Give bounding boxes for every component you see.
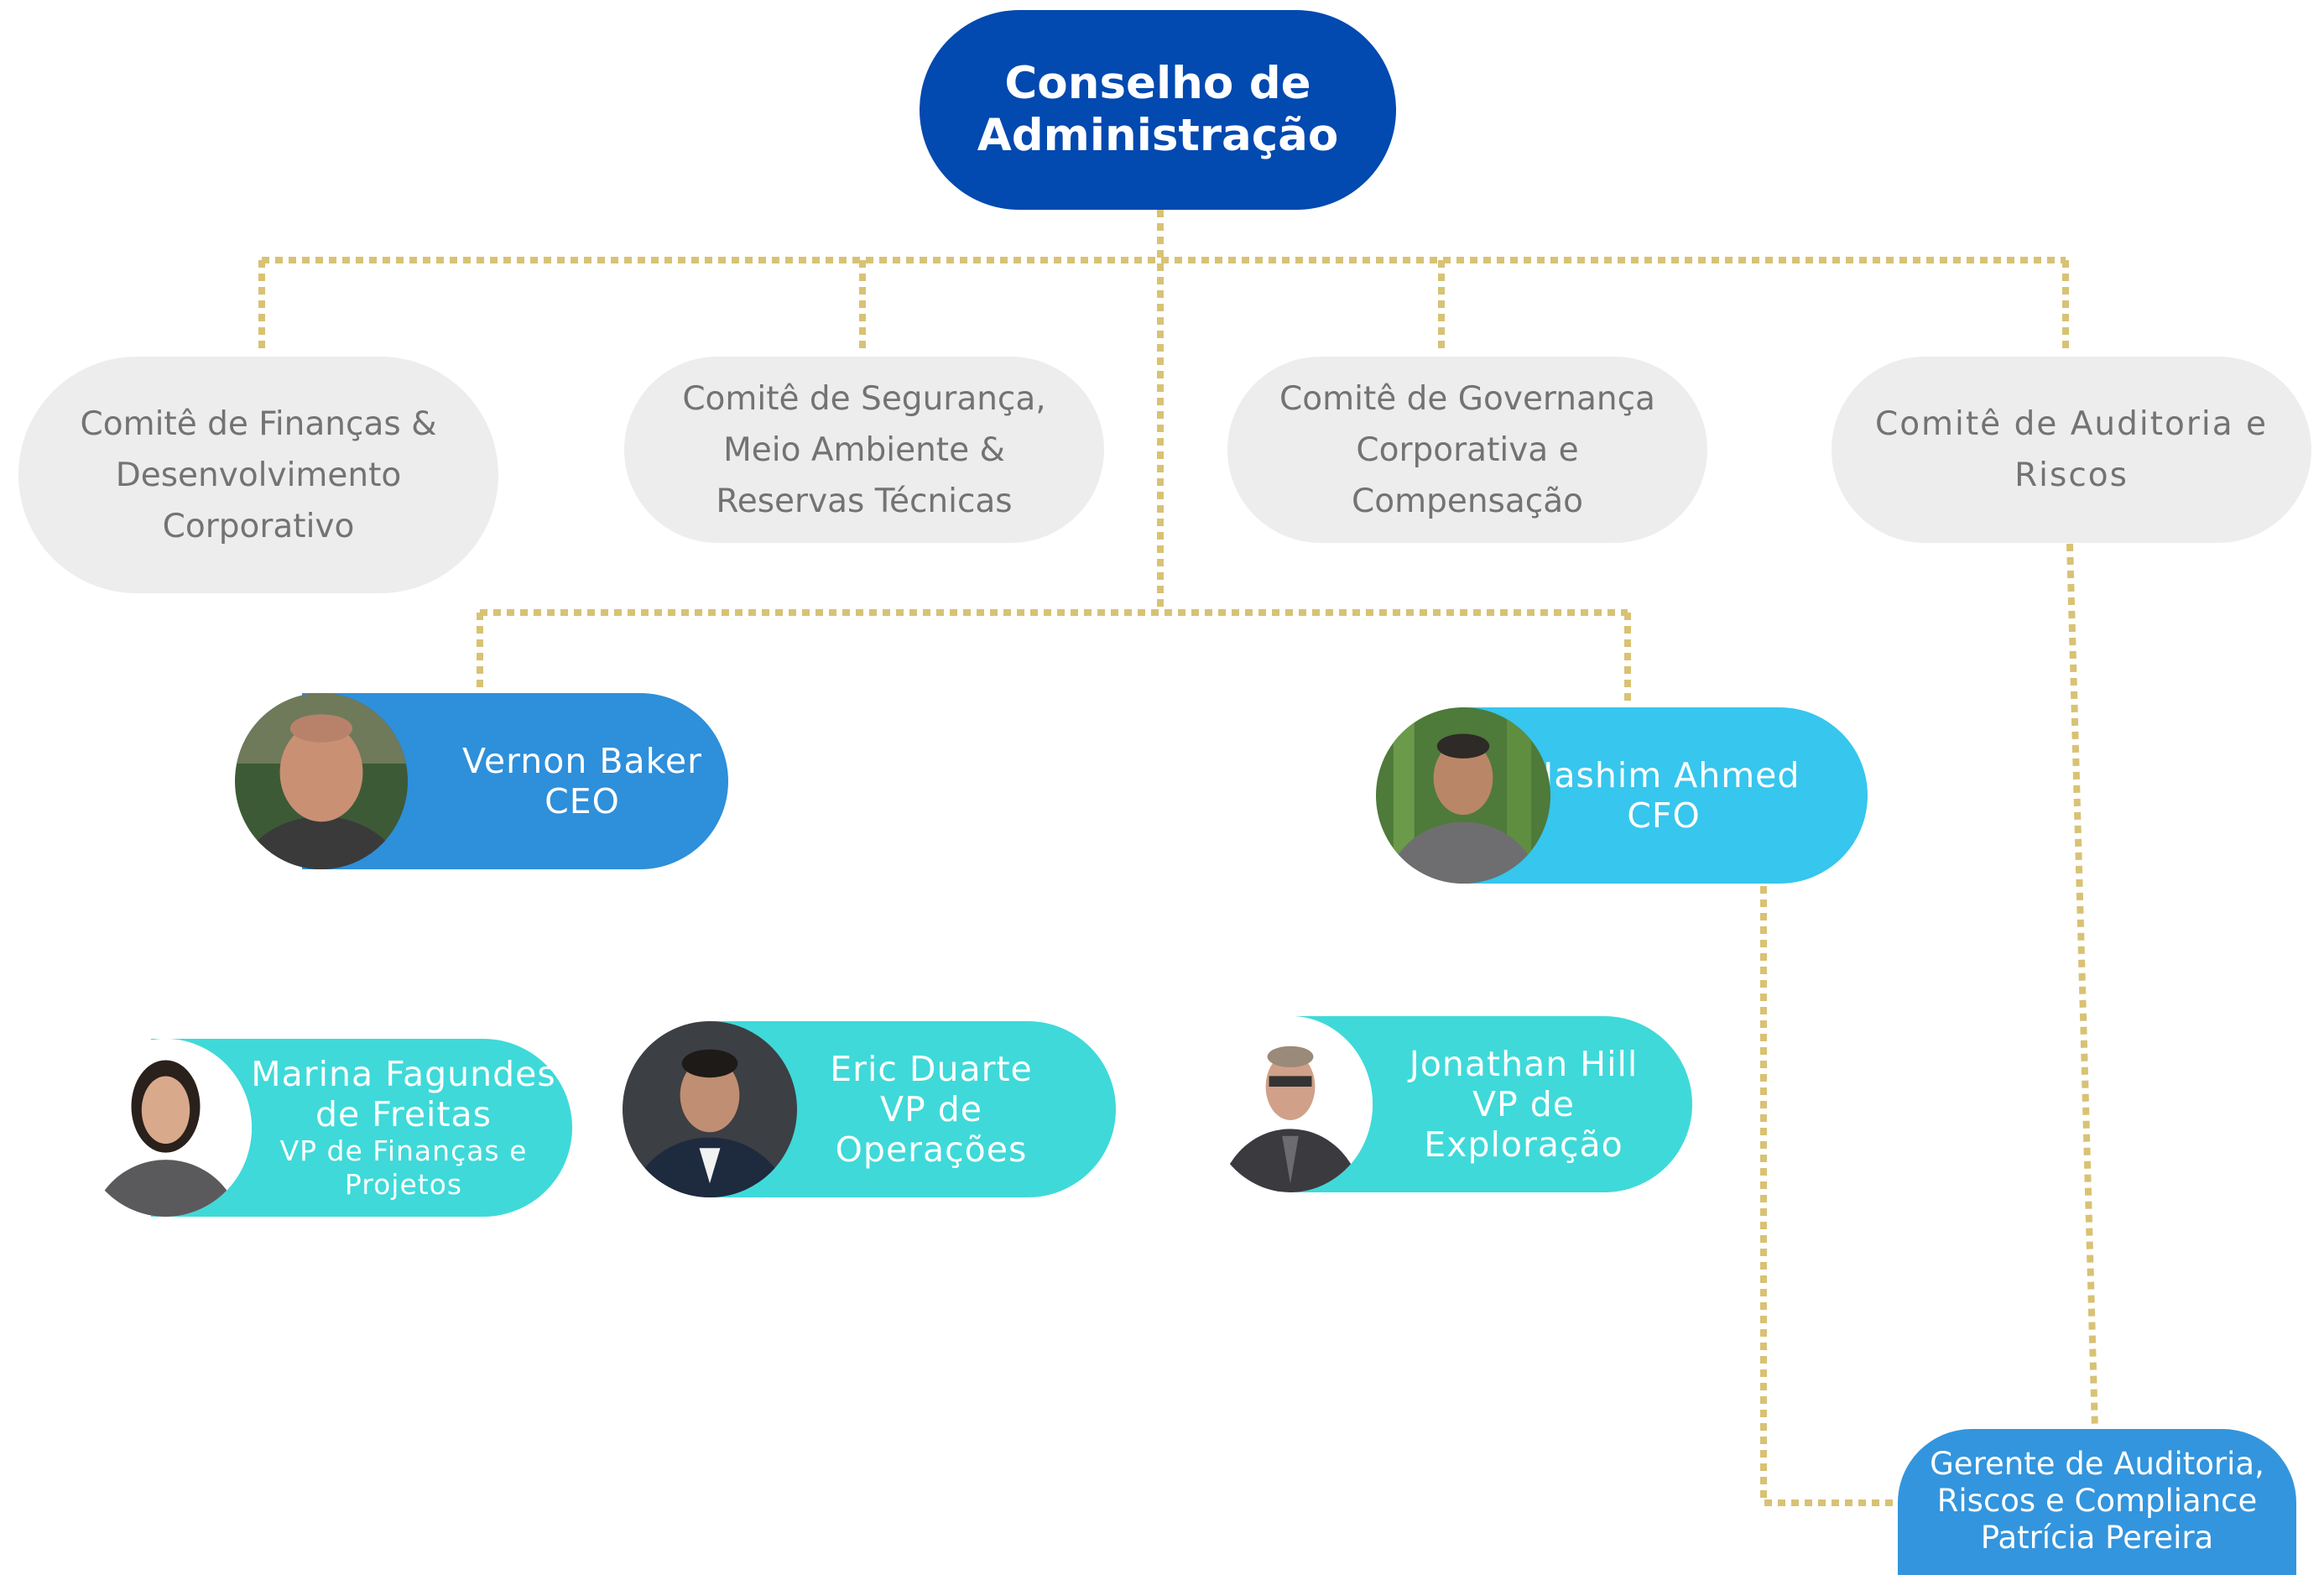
committee-finance-line: Corporativo (162, 507, 355, 545)
connector-cfo-manager (1760, 873, 1898, 1506)
vp-exploration-name: Jonathan Hill (1409, 1044, 1639, 1084)
vp-operations-name: Eric Duarte (830, 1049, 1033, 1089)
manager-line2: Riscos e Compliance (1936, 1483, 2258, 1519)
audit-manager-node: Gerente de Auditoria, Riscos e Complianc… (1898, 1429, 2296, 1575)
vp-exploration-avatar (1208, 1016, 1373, 1192)
committee-governance-line: Comitê de Governança (1279, 379, 1655, 418)
board-node: Conselho de Administração (920, 10, 1396, 210)
vp-finance-name-line2: de Freitas (315, 1094, 492, 1134)
cfo-avatar (1376, 707, 1550, 884)
vp-operations-role-line1: VP de (879, 1089, 983, 1129)
committee-safety-line: Meio Ambiente & (723, 430, 1005, 469)
board-title-line1: Conselho de (1004, 58, 1311, 109)
committee-audit-line: Comitê de Auditoria e (1874, 405, 2269, 443)
committee-finance: Comitê de Finanças & Desenvolvimento Cor… (18, 357, 498, 593)
committee-governance-line: Corporativa e (1356, 430, 1579, 469)
vp-finance-role-line1: VP de Finanças e (279, 1134, 528, 1167)
committee-safety: Comitê de Segurança, Meio Ambiente & Res… (624, 357, 1104, 543)
vp-exploration-role-line2: Exploração (1424, 1124, 1623, 1165)
cfo-role: CFO (1627, 795, 1701, 836)
ceo-role: CEO (545, 781, 620, 821)
connector-audit-manager (2066, 543, 2098, 1430)
committee-audit: Comitê de Auditoria e Riscos (1832, 357, 2311, 543)
vp-finance-role-line2: Projetos (344, 1168, 463, 1201)
committee-finance-line: Desenvolvimento (115, 456, 402, 494)
vp-operations-role-line2: Operações (835, 1129, 1028, 1170)
committee-governance: Comitê de Governança Corporativa e Compe… (1227, 357, 1707, 543)
ceo-name: Vernon Baker (462, 741, 702, 781)
committee-audit-line: Riscos (2014, 456, 2129, 494)
vp-operations-card: Eric Duarte VP de Operações (713, 1021, 1116, 1197)
cfo-name: Hashim Ahmed (1527, 755, 1800, 795)
vp-finance-avatar (80, 1039, 252, 1217)
committee-safety-line: Reservas Técnicas (716, 482, 1013, 520)
vp-finance-name-line1: Marina Fagundes (251, 1054, 556, 1094)
ceo-avatar (235, 693, 408, 869)
vp-exploration-role-line1: VP de (1472, 1084, 1576, 1124)
committee-governance-line: Compensação (1352, 482, 1583, 520)
board-title-line2: Administração (977, 110, 1339, 161)
committee-finance-line: Comitê de Finanças & (80, 404, 437, 443)
committee-safety-line: Comitê de Segurança, (682, 379, 1046, 418)
vp-operations-avatar (623, 1021, 797, 1197)
manager-line1: Gerente de Auditoria, (1930, 1446, 2264, 1482)
manager-line3: Patrícia Pereira (1980, 1520, 2214, 1556)
